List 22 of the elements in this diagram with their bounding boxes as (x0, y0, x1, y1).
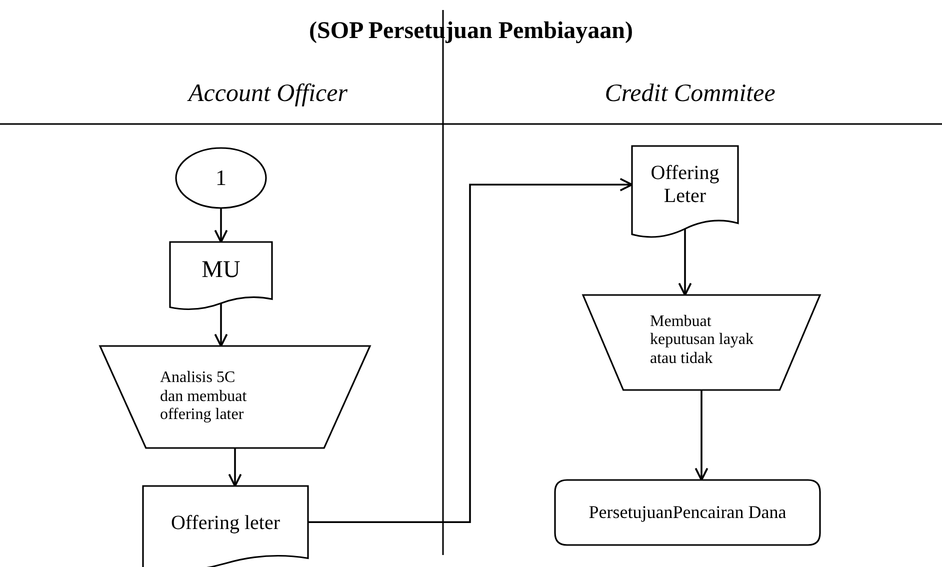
arrow (214, 208, 228, 243)
node-text: Offering leter (170, 512, 280, 534)
node-text: Offering Leter (650, 162, 720, 208)
document-shape (632, 146, 738, 238)
connector-circle (176, 148, 266, 208)
terminal-shape (555, 480, 820, 545)
node-text: Analisis 5C dan membuat offering later (160, 369, 248, 425)
node-text: Membuat keputusan layak atau tidak (650, 312, 755, 368)
document-shape (170, 242, 272, 310)
arrow (228, 448, 242, 487)
node-text: PersetujuanPencairan Dana (588, 502, 786, 523)
manual-operation-shape (583, 295, 820, 390)
arrow (308, 178, 633, 524)
arrow (694, 390, 708, 481)
manual-operation-shape (100, 346, 370, 448)
node-text: MU (202, 257, 240, 285)
lane-header: Account Officer (188, 80, 348, 108)
arrow (678, 228, 692, 296)
arrow (214, 303, 228, 347)
document-shape (143, 486, 308, 567)
node-text: 1 (216, 165, 226, 191)
lane-header: Credit Commitee (604, 80, 776, 108)
